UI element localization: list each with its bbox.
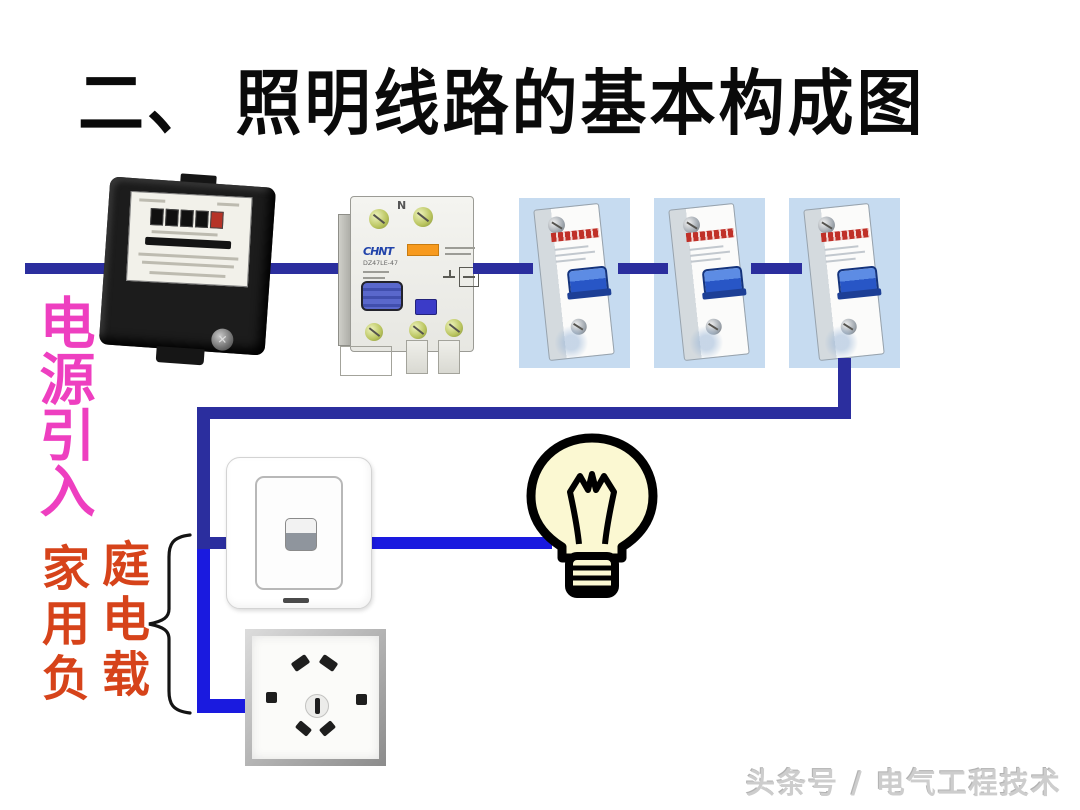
brace-icon <box>148 533 192 715</box>
load-char: 家 <box>41 543 90 596</box>
wire-main-vertical-lower <box>197 543 210 713</box>
terminal-screw-icon <box>409 321 427 339</box>
switch-indicator <box>283 598 309 603</box>
load-char: 负 <box>41 653 90 706</box>
meter-face-text <box>141 260 234 269</box>
meter-face-text <box>139 198 166 203</box>
socket-hole-icon <box>356 694 367 705</box>
meter-face-text <box>149 271 226 279</box>
rcd-toggle-handle <box>361 281 403 311</box>
wire-rcd-to-mcb1 <box>473 263 533 274</box>
mcb-rating-text <box>534 204 598 263</box>
socket-slot-icon <box>294 720 313 737</box>
terminal-pin <box>438 340 460 374</box>
terminal-screw-icon <box>369 209 389 229</box>
switch-rocker <box>285 518 317 551</box>
terminal-pin <box>406 340 428 374</box>
rcd-test-button <box>415 299 437 315</box>
socket-slot-icon <box>290 654 311 672</box>
wire-mcb1-to-mcb2 <box>618 263 668 274</box>
light-switch-photo <box>226 457 372 609</box>
mcb-toggle-handle <box>836 265 880 297</box>
terminal-screw-icon <box>365 323 383 341</box>
wire-mcb3-drop <box>838 358 851 419</box>
brand-logo: CHNT <box>363 245 394 258</box>
rcd-indicator-window <box>407 244 439 256</box>
wire-supply-in <box>25 263 105 274</box>
model-text: DZ47LE-47 <box>363 259 398 267</box>
mcb-photo-1 <box>519 198 630 368</box>
mcb-photo-3 <box>789 198 900 368</box>
meter-digit <box>149 208 164 226</box>
mcb-toggle-handle <box>701 265 745 297</box>
meter-digit <box>164 208 179 227</box>
load-char: 庭 <box>101 539 150 592</box>
terminal-screw-icon <box>445 319 463 337</box>
light-bulb-illustration <box>526 433 658 598</box>
meter-digit <box>179 209 194 228</box>
terminal-screw-icon <box>413 207 433 227</box>
wire-to-switch <box>197 537 233 549</box>
meter-face-text <box>138 252 239 261</box>
circuit-diagram-icon <box>443 265 481 289</box>
socket-hole-icon <box>266 692 277 703</box>
load-char: 载 <box>101 649 150 702</box>
bulb-glass <box>526 433 658 563</box>
mcb-rating-text <box>804 204 868 263</box>
page-title: 二、 照明线路的基本构成图 <box>78 65 926 145</box>
load-char: 用 <box>41 598 90 651</box>
meter-digit <box>194 210 209 229</box>
label-household-load: 家 庭 用 电 负 载 <box>36 539 156 707</box>
socket-slot-icon <box>318 720 337 737</box>
mcb-photo-2 <box>654 198 765 368</box>
wire-meter-to-rcd <box>261 263 347 274</box>
rcd-bottom-terminals <box>394 340 470 376</box>
mcb-body <box>668 202 750 362</box>
socket-slot-icon <box>318 654 339 672</box>
wire-to-socket <box>197 699 249 713</box>
meter-digit-register <box>149 208 224 229</box>
meter-face-text <box>217 202 240 207</box>
bulb-filament <box>567 471 617 545</box>
socket-face <box>252 636 379 759</box>
mcb-body <box>533 202 615 362</box>
rcd-body: N CHNT DZ47LE-47 <box>350 196 479 352</box>
meter-disc-slot <box>144 236 232 250</box>
mcb-toggle-handle <box>566 265 610 297</box>
label-power-in: 电源引入 <box>31 294 93 518</box>
socket-slot-icon <box>315 698 320 714</box>
wire-return-horizontal <box>197 407 851 419</box>
mcb-body <box>803 202 885 362</box>
wire-switch-to-bulb <box>371 537 552 549</box>
watermark-text: 头条号 / 电气工程技术 <box>746 766 1062 800</box>
meter-faceplate <box>126 190 253 288</box>
wall-socket-photo <box>245 629 386 766</box>
rcd-bottom-block <box>340 346 392 376</box>
meter-face-text <box>151 230 218 237</box>
meter-digit-decimal <box>209 211 224 229</box>
meter-bottom-tab <box>155 346 205 366</box>
switch-plate <box>255 476 343 590</box>
neutral-label: N <box>397 199 407 212</box>
load-char: 电 <box>101 594 150 647</box>
wire-mcb2-to-mcb3 <box>751 263 802 274</box>
electric-meter-photo: ✕ <box>98 170 277 373</box>
mcb-rating-text <box>669 204 733 263</box>
wire-main-vertical-upper <box>197 407 210 547</box>
rcd-breaker-photo: N CHNT DZ47LE-47 <box>338 196 479 378</box>
